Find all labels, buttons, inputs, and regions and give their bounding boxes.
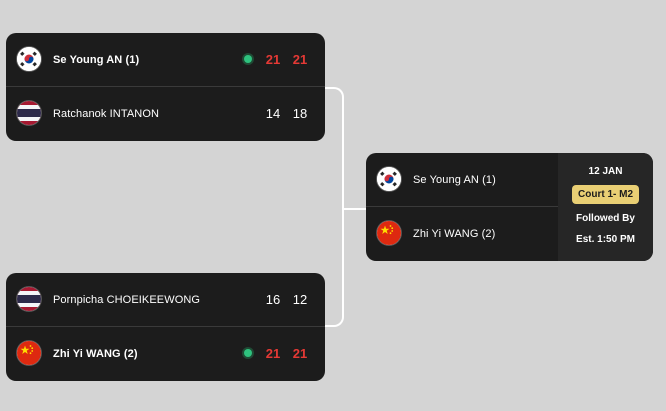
player-name: Ratchanok INTANON <box>53 108 160 120</box>
player-name: Se Young AN (1) <box>413 174 496 186</box>
match-date: 12 JAN <box>588 166 623 177</box>
bracket-connector-final <box>342 208 366 210</box>
thailand-flag-icon <box>17 101 41 125</box>
semifinal-2-player-top-row[interactable]: Pornpicha CHOEIKEEWONG 16 12 <box>6 273 325 327</box>
bracket-connector-top <box>325 87 344 209</box>
score-game-1: 21 <box>265 52 281 67</box>
player-name: Pornpicha CHOEIKEEWONG <box>53 294 201 306</box>
player-name: Se Young AN (1) <box>53 54 140 66</box>
score-game-1: 21 <box>265 346 281 361</box>
semifinal-1-player-bottom-row[interactable]: Ratchanok INTANON 14 18 <box>6 87 325 141</box>
player-name: Zhi Yi WANG (2) <box>413 228 496 240</box>
semifinal-1-player-top-row[interactable]: Se Young AN (1) 21 21 <box>6 33 325 87</box>
winner-dot-icon <box>244 55 252 63</box>
court-badge: Court 1- M2 <box>572 185 639 204</box>
match-info-panel: 12 JAN Court 1- M2 Followed By Est. 1:50… <box>558 153 653 261</box>
final-player-top-row[interactable]: Se Young AN (1) <box>366 153 558 207</box>
estimated-time: Est. 1:50 PM <box>576 234 635 245</box>
semifinal-2-player-bottom-row[interactable]: Zhi Yi WANG (2) 21 21 <box>6 327 325 381</box>
score-game-1: 16 <box>265 292 281 307</box>
followed-by-label: Followed By <box>576 213 635 224</box>
score-game-1: 14 <box>265 106 281 121</box>
thailand-flag-icon <box>17 287 41 311</box>
score-game-2: 21 <box>292 52 308 67</box>
korea-flag-icon <box>17 47 41 71</box>
score-game-2: 18 <box>292 106 308 121</box>
score-game-2: 12 <box>292 292 308 307</box>
korea-flag-icon <box>377 167 401 191</box>
winner-dot-icon <box>244 349 252 357</box>
player-name: Zhi Yi WANG (2) <box>53 348 138 360</box>
semifinal-1-card[interactable]: Se Young AN (1) 21 21 Ratchanok INTANON … <box>6 33 325 141</box>
final-card[interactable]: Se Young AN (1) Zhi Yi WANG (2) 12 JAN C… <box>366 153 653 261</box>
bracket-connector-bottom <box>325 207 344 327</box>
semifinal-2-card[interactable]: Pornpicha CHOEIKEEWONG 16 12 Zhi Yi WANG… <box>6 273 325 381</box>
score-game-2: 21 <box>292 346 308 361</box>
china-flag-icon <box>17 341 41 365</box>
final-player-bottom-row[interactable]: Zhi Yi WANG (2) <box>366 207 558 261</box>
china-flag-icon <box>377 221 401 245</box>
